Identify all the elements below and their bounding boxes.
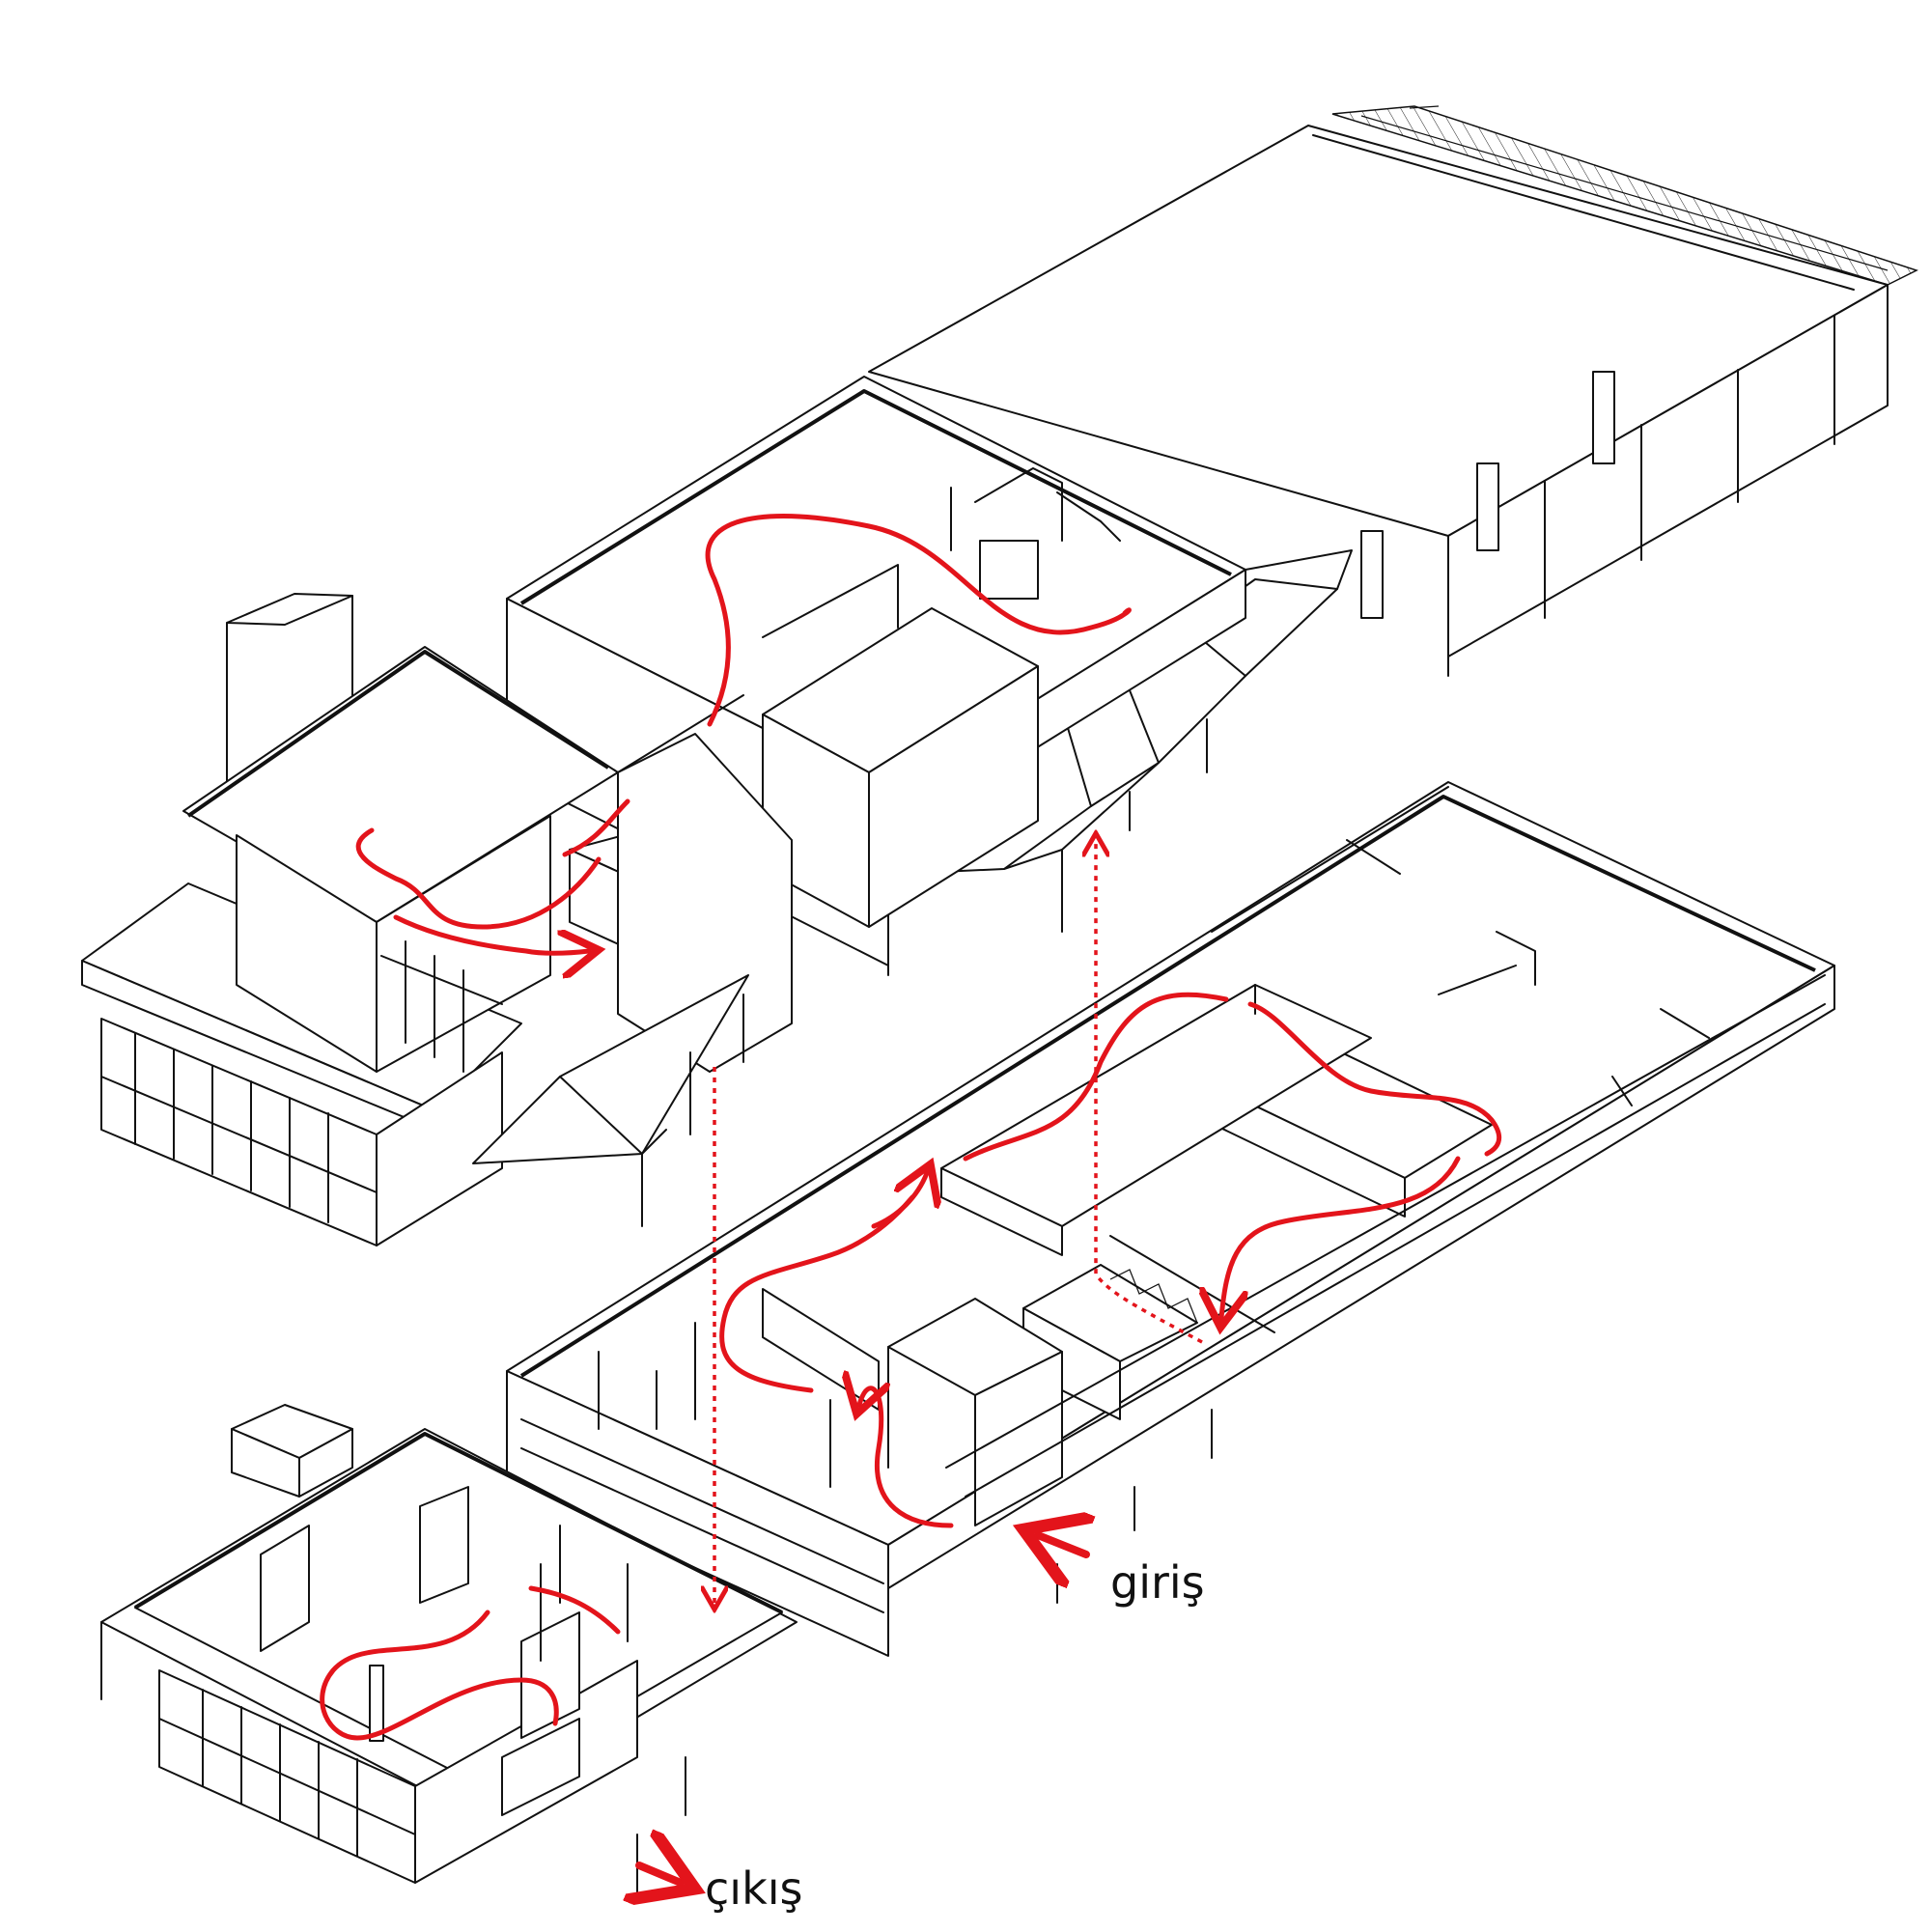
left-upper-block	[81, 593, 793, 1246]
route-upper-central	[705, 513, 1132, 727]
route-ground-right	[963, 992, 1229, 1162]
upper-floor-block	[81, 105, 1918, 1246]
entrance-label: giriş	[1110, 1556, 1205, 1609]
route-ground-return	[1221, 1156, 1461, 1318]
route-basement-b	[528, 1585, 621, 1635]
route-ground-up	[871, 1173, 927, 1229]
route-upper-left-b	[355, 827, 602, 930]
exit-label: çıkış	[705, 1862, 802, 1915]
vertical-link-upper	[1096, 840, 1203, 1344]
entrance-arrow	[1038, 1535, 1086, 1554]
central-upper-block	[506, 376, 1246, 976]
roof-hall	[868, 105, 1918, 677]
route-ground-mid	[719, 1194, 915, 1393]
route-ground-entry	[859, 1388, 954, 1528]
route-ground-loop	[1247, 1001, 1502, 1157]
basement-block	[100, 1404, 798, 1893]
route-upper-left-a	[562, 798, 630, 857]
route-upper-to-core	[393, 914, 589, 953]
circulation-routes	[320, 513, 1502, 1883]
ground-floor-block	[506, 781, 1835, 1657]
window-grid	[100, 940, 503, 1223]
exit-arrow	[639, 1865, 681, 1883]
route-basement	[320, 1610, 559, 1741]
ground-floor-facade	[520, 974, 1826, 1613]
